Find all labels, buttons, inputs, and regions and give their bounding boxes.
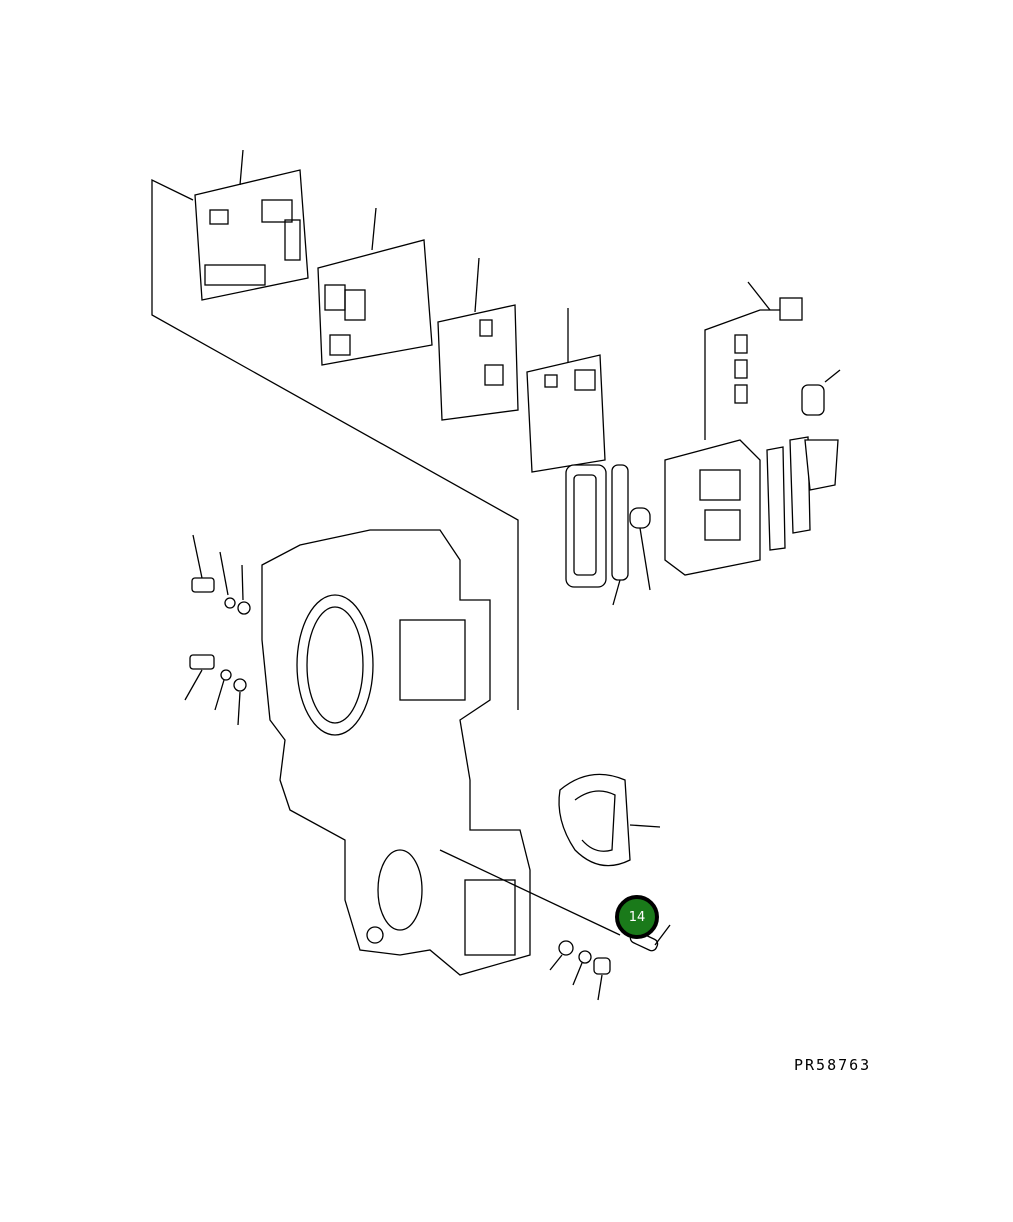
control-valve-body (629, 281, 841, 591)
gasket-plate-4 (526, 308, 606, 473)
filter-element (565, 464, 629, 606)
brake-band (558, 773, 661, 867)
transmission-case (261, 529, 621, 976)
drawing-code: PR58763 (794, 1056, 872, 1074)
bottom-fittings (549, 924, 671, 1001)
frame-line (151, 178, 519, 710)
gasket-plate-3 (437, 257, 519, 421)
gasket-plate-2 (317, 207, 433, 366)
bolts-left (184, 534, 251, 726)
callout-badge-14[interactable]: 14 (615, 895, 659, 939)
gasket-plate-1 (194, 149, 309, 301)
